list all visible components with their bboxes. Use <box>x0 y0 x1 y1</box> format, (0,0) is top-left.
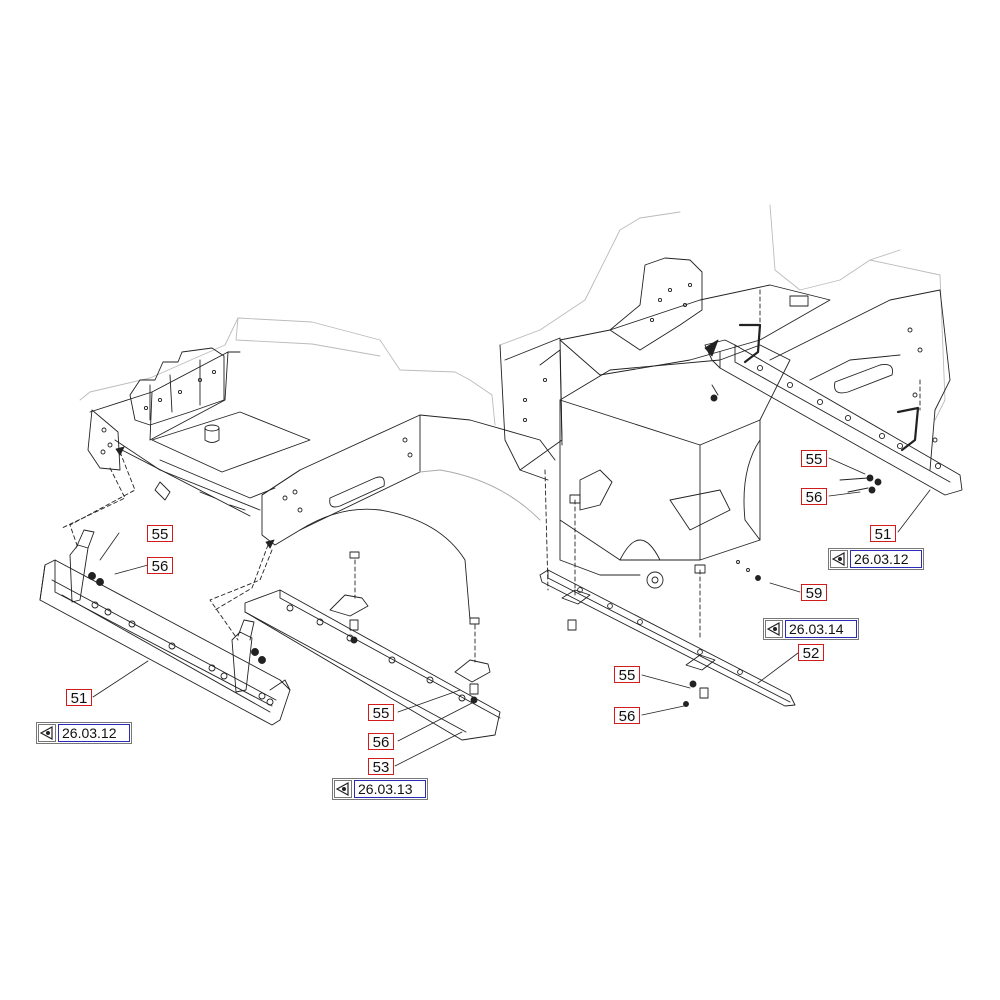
left-frame-body <box>61 317 556 641</box>
reference-link-left[interactable]: 26.03.12 <box>36 722 132 744</box>
reference-link-right-top[interactable]: 26.03.12 <box>828 548 924 570</box>
callout-56-right-bottom[interactable]: 56 <box>614 707 640 725</box>
view-reference-icon <box>38 724 56 742</box>
callout-56-left[interactable]: 56 <box>147 557 173 575</box>
reference-number: 26.03.12 <box>58 724 130 742</box>
callout-56-middle[interactable]: 56 <box>368 733 394 751</box>
right-frame-body <box>499 204 951 641</box>
view-reference-icon <box>334 780 352 798</box>
callout-55-left[interactable]: 55 <box>147 525 173 543</box>
callout-51-right[interactable]: 51 <box>870 525 896 543</box>
reference-number: 26.03.14 <box>785 620 857 638</box>
reference-number: 26.03.12 <box>850 550 922 568</box>
right-upper-step-assembly <box>704 323 963 496</box>
reference-link-middle[interactable]: 26.03.13 <box>332 778 428 800</box>
view-reference-icon <box>830 550 848 568</box>
middle-step-assembly <box>244 551 501 741</box>
callout-59-right[interactable]: 59 <box>801 584 827 602</box>
right-lower-step-assembly <box>539 560 796 707</box>
callout-51-left[interactable]: 51 <box>66 689 92 707</box>
left-step-assembly <box>39 529 291 726</box>
callout-55-right-bottom[interactable]: 55 <box>614 666 640 684</box>
callout-55-right-top[interactable]: 55 <box>801 450 827 468</box>
callout-55-middle[interactable]: 55 <box>368 704 394 722</box>
view-reference-icon <box>765 620 783 638</box>
leader-lines <box>92 457 931 767</box>
reference-link-right-mid[interactable]: 26.03.14 <box>763 618 859 640</box>
callout-53-middle[interactable]: 53 <box>368 758 394 776</box>
callout-52-right[interactable]: 52 <box>798 644 824 662</box>
callout-56-right-top[interactable]: 56 <box>801 488 827 506</box>
reference-number: 26.03.13 <box>354 780 426 798</box>
